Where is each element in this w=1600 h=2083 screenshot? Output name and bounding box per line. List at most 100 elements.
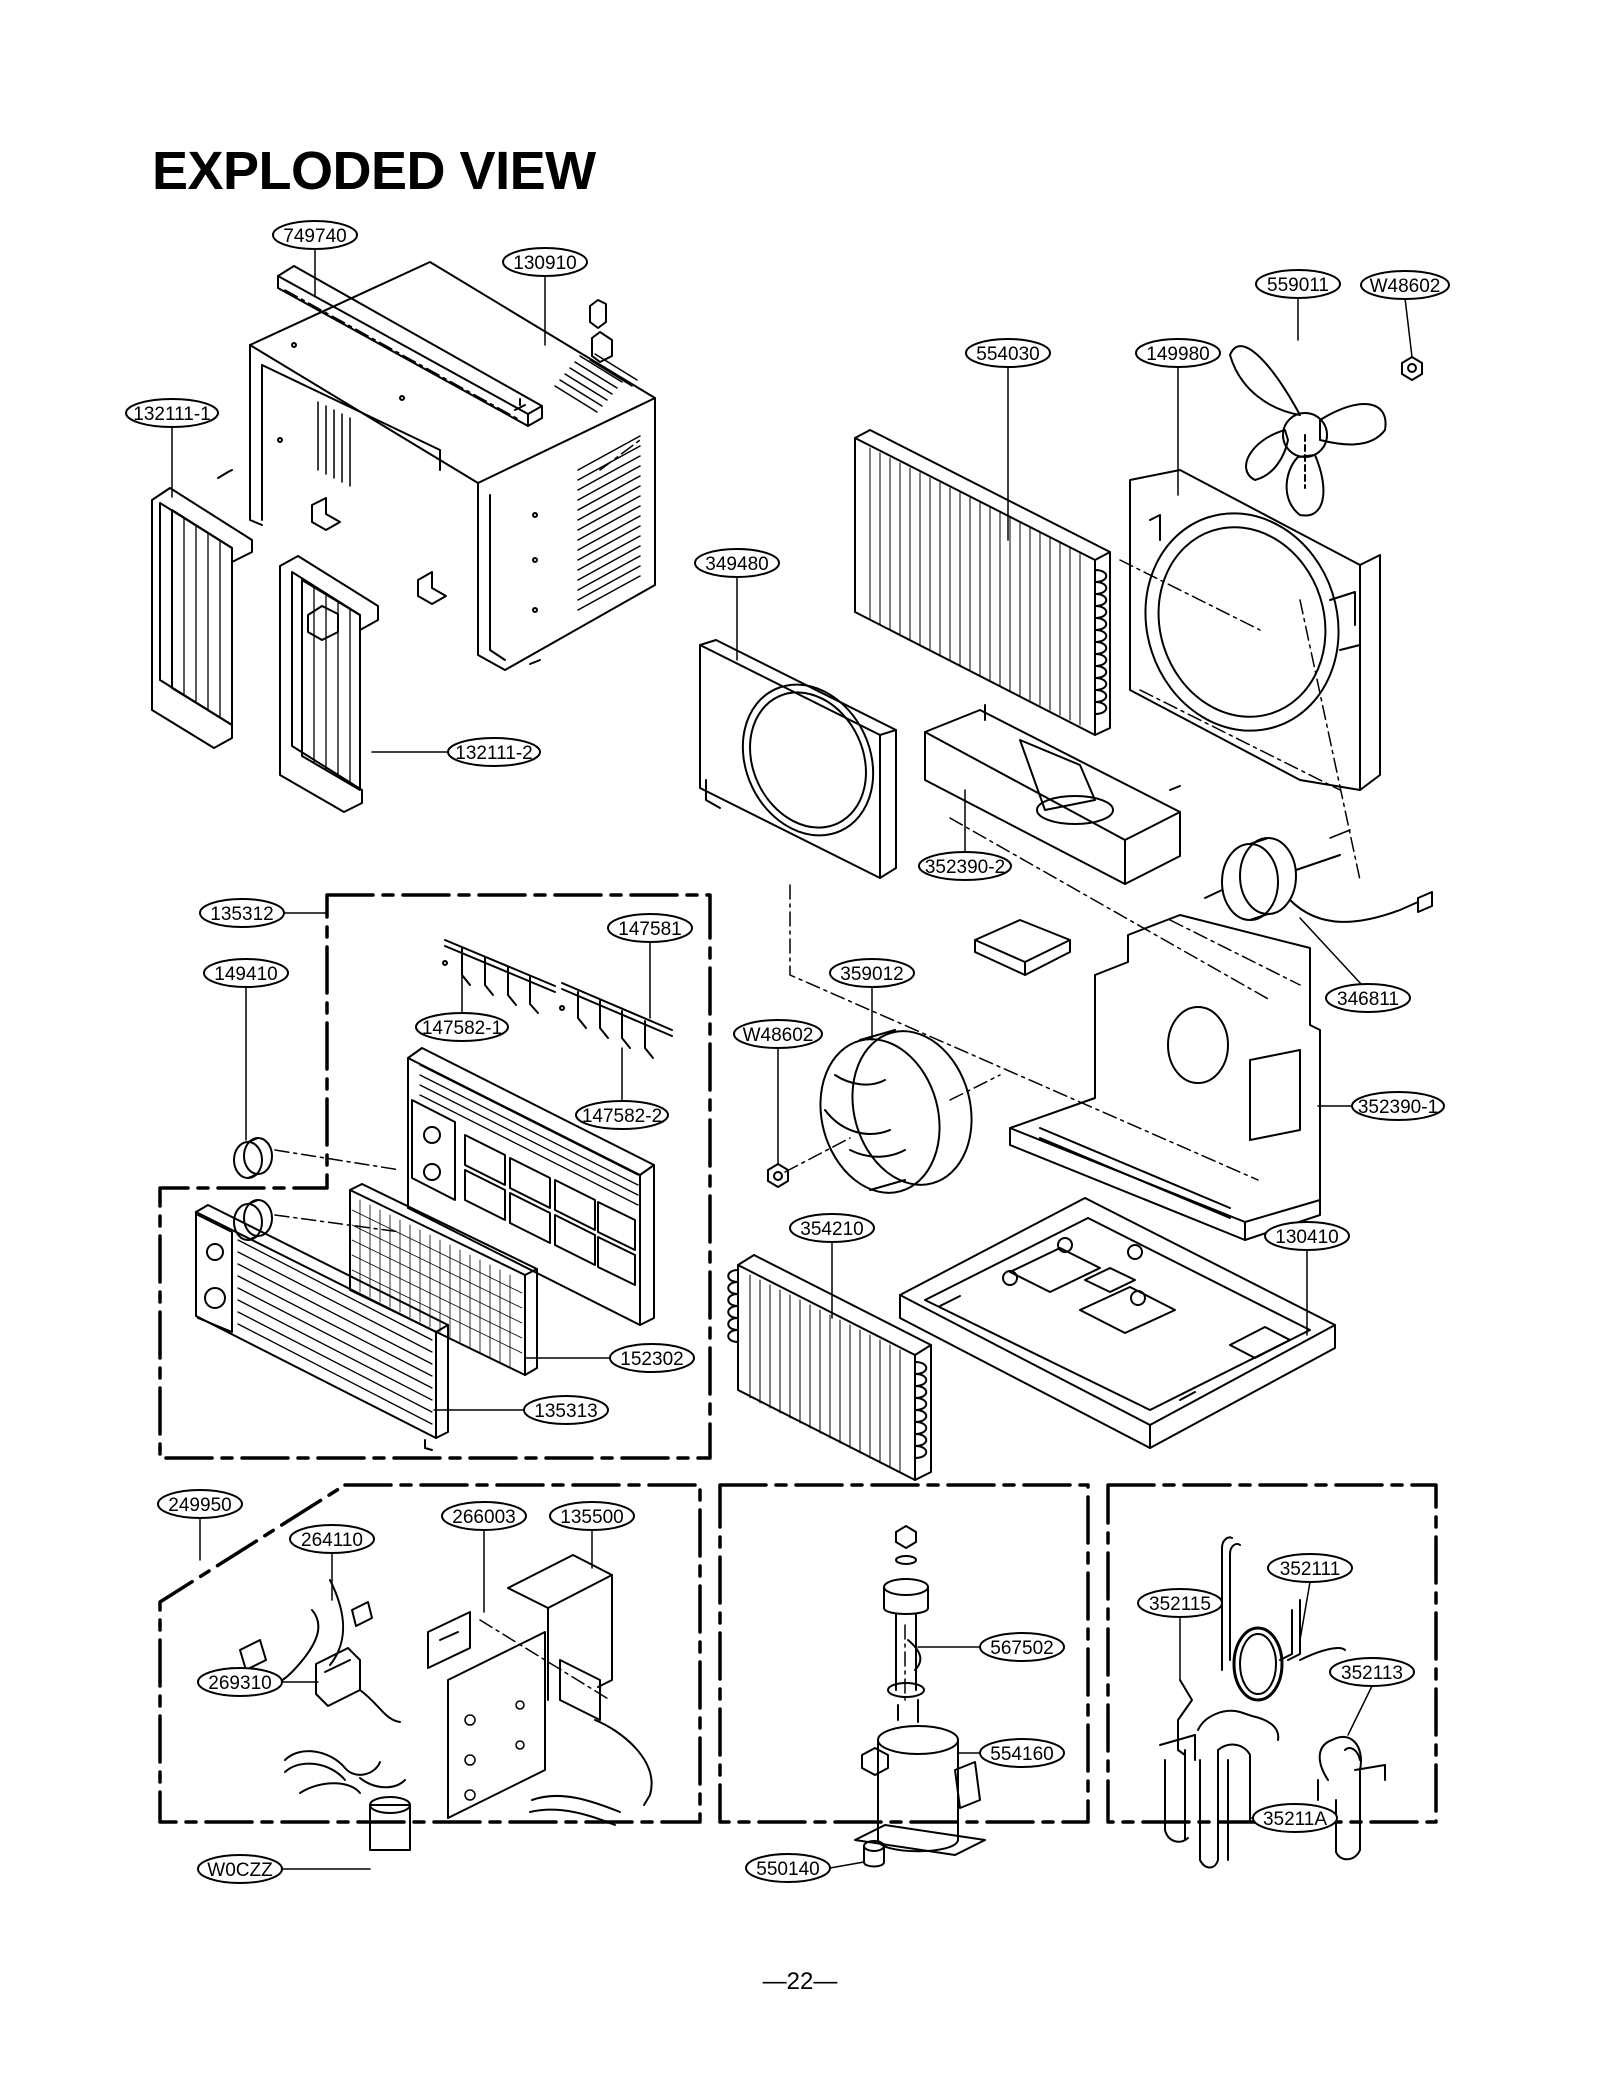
callout-135312[interactable]: 135312 — [199, 898, 328, 928]
callout-label: 149980 — [1146, 344, 1209, 365]
callout-559011[interactable]: 559011 — [1255, 269, 1341, 341]
callout-359012[interactable]: 359012 — [829, 958, 915, 1041]
callout-label: 352113 — [1341, 1663, 1403, 1684]
callout-label: 130410 — [1275, 1227, 1338, 1248]
callout-149980[interactable]: 149980 — [1135, 338, 1221, 496]
callout-W0CZZ[interactable]: W0CZZ — [197, 1854, 371, 1884]
callout-147581[interactable]: 147581 — [607, 913, 693, 1019]
page-number: —22— — [762, 1968, 838, 1995]
callout-label: 352390-2 — [925, 857, 1005, 878]
callout-567502[interactable]: 567502 — [917, 1632, 1065, 1662]
callout-label: W48602 — [1370, 276, 1441, 297]
callout-label: W0CZZ — [207, 1860, 273, 1881]
compressor-frame — [718, 1483, 1090, 1824]
callout-132111-2[interactable]: 132111-2 — [371, 737, 541, 767]
callout-132111-1[interactable]: 132111-1 — [125, 398, 219, 498]
callout-label: 149410 — [214, 964, 277, 985]
callout-W48602-mid[interactable]: W48602 — [733, 1019, 823, 1165]
blower-wheel-drawing — [819, 1029, 973, 1194]
fan-nut-drawing — [1401, 356, 1423, 381]
side-panel-right-drawing — [279, 555, 379, 813]
callout-label: 35211A — [1263, 1809, 1327, 1830]
callout-label: 349480 — [705, 554, 768, 575]
section-frames — [158, 893, 1438, 1824]
callout-135500[interactable]: 135500 — [549, 1501, 635, 1569]
callout-554160[interactable]: 554160 — [957, 1738, 1065, 1768]
callout-149410[interactable]: 149410 — [203, 958, 289, 1141]
callout-label: 749740 — [283, 226, 346, 247]
blower-nut-drawing — [767, 1163, 789, 1188]
callout-label: 147582-2 — [582, 1106, 662, 1127]
condenser-fan-drawing — [1229, 345, 1387, 517]
callout-label: 269310 — [208, 1673, 271, 1694]
front-grille-drawing — [195, 1204, 449, 1451]
tubing-frame — [1106, 1483, 1438, 1824]
callout-label: 135312 — [210, 904, 273, 925]
callout-label: 130910 — [513, 253, 576, 274]
knobs-drawing — [233, 1137, 273, 1241]
callout-147582-1[interactable]: 147582-1 — [415, 967, 509, 1042]
condenser-coil-drawing — [854, 429, 1111, 736]
callout-label: 550140 — [756, 1859, 819, 1880]
callout-label: 266003 — [452, 1507, 515, 1528]
callout-749740[interactable]: 749740 — [272, 220, 358, 297]
evaporator-coil-drawing — [727, 1254, 932, 1481]
callout-135313[interactable]: 135313 — [433, 1395, 609, 1425]
assembly-lines — [274, 289, 1361, 1701]
callout-label: 135313 — [534, 1401, 597, 1422]
callout-352113[interactable]: 352113 — [1329, 1657, 1415, 1736]
callout-130910[interactable]: 130910 — [502, 247, 588, 346]
callout-label: 559011 — [1267, 275, 1329, 296]
callout-130410[interactable]: 130410 — [1264, 1221, 1350, 1336]
callout-label: 147581 — [618, 919, 681, 940]
louver-left-drawing — [442, 939, 556, 1014]
callout-label: 264110 — [301, 1530, 363, 1551]
front-panel-drawing — [407, 1047, 655, 1326]
callout-147582-2[interactable]: 147582-2 — [575, 1047, 669, 1130]
callout-550140[interactable]: 550140 — [745, 1853, 865, 1883]
callout-354210[interactable]: 354210 — [789, 1213, 875, 1319]
callout-346811[interactable]: 346811 — [1299, 917, 1411, 1013]
callout-label: 249950 — [168, 1495, 231, 1516]
callout-label: 352115 — [1149, 1594, 1211, 1615]
callout-352390-1[interactable]: 352390-1 — [1317, 1091, 1445, 1121]
base-pan-drawing — [974, 914, 1321, 1241]
callout-label: W48602 — [743, 1025, 814, 1046]
callout-352390-2[interactable]: 352390-2 — [918, 789, 1012, 881]
callout-W48602-top[interactable]: W48602 — [1360, 270, 1450, 358]
tubing-drawing — [1159, 1536, 1386, 1869]
callout-label: 554160 — [990, 1744, 1053, 1765]
callout-label: 359012 — [840, 964, 903, 985]
chassis-base-drawing — [899, 1197, 1336, 1449]
callout-label: 132111-2 — [455, 743, 532, 764]
callout-554030[interactable]: 554030 — [965, 338, 1051, 541]
louver-right-drawing — [559, 982, 673, 1059]
callout-label: 567502 — [990, 1638, 1053, 1659]
callout-352115[interactable]: 352115 — [1137, 1588, 1223, 1681]
front-grille-frame — [158, 893, 712, 1460]
callout-35211A[interactable]: 35211A — [1249, 1803, 1338, 1833]
callout-label: 132111-1 — [133, 404, 210, 425]
callout-352111[interactable]: 352111 — [1267, 1553, 1353, 1641]
callout-label: 352111 — [1280, 1559, 1341, 1580]
callout-label: 352390-1 — [1358, 1097, 1438, 1118]
callout-label: 346811 — [1337, 989, 1399, 1010]
callout-label: 135500 — [560, 1507, 623, 1528]
fan-motor-drawing — [1204, 829, 1433, 923]
callout-label: 354210 — [800, 1219, 863, 1240]
fan-shroud-drawing — [1129, 469, 1381, 791]
callout-label: 554030 — [976, 344, 1039, 365]
electrical-frame — [158, 1483, 702, 1824]
air-guide-drawing — [924, 704, 1181, 885]
air-filter-drawing — [349, 1183, 538, 1376]
electrical-parts-drawing — [230, 1554, 653, 1851]
callout-349480[interactable]: 349480 — [694, 548, 780, 661]
callout-152302[interactable]: 152302 — [525, 1343, 695, 1373]
callout-264110[interactable]: 264110 — [289, 1524, 375, 1601]
callout-269310[interactable]: 269310 — [197, 1667, 319, 1697]
callout-266003[interactable]: 266003 — [441, 1501, 527, 1613]
callout-249950[interactable]: 249950 — [157, 1489, 243, 1561]
page-title: EXPLODED VIEW — [152, 141, 596, 201]
callout-label: 152302 — [620, 1349, 683, 1370]
